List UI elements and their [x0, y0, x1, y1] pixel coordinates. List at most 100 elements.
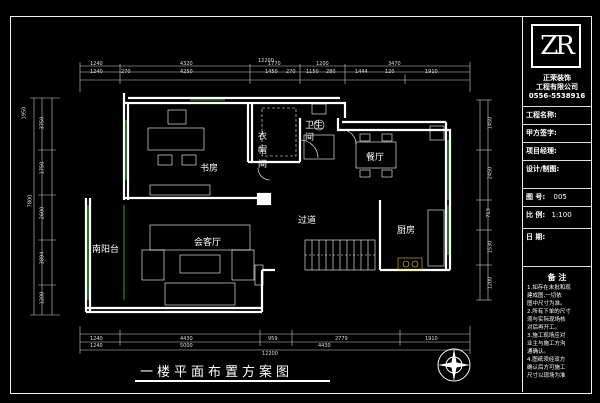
designer-label: 设计/制图: — [526, 165, 560, 173]
notes-body: 1.如存在未批和现 建成图,一切依 图中尺寸为准。 2.所有下单的尺寸 须与实际… — [527, 284, 587, 380]
dim-top-2-1: 270 — [121, 69, 131, 75]
row-designer: 设计/制图: — [523, 160, 591, 178]
note-line: 2.所有下单的尺寸 — [527, 309, 571, 315]
dim-bottom-2-0: 1240 — [90, 343, 103, 349]
dim-top-2-0: 1240 — [90, 69, 103, 75]
drawing-no-label: 图 号: — [526, 193, 546, 201]
dim-left-0: 1950 — [21, 106, 28, 120]
dim-left-1: 3750 — [39, 116, 46, 130]
walls — [84, 93, 452, 314]
logo-text: ZR — [540, 31, 575, 61]
date-label: 日 期: — [526, 233, 546, 241]
dining-set — [355, 125, 445, 178]
dim-right-4: 1200 — [487, 276, 494, 290]
dim-right-3: 1530 — [487, 240, 494, 254]
room-label-corridor: 过道 — [298, 216, 317, 226]
dim-bottom-2-2: 4430 — [318, 343, 331, 349]
client-label: 甲方签字: — [526, 129, 557, 137]
staircase — [304, 239, 376, 271]
dim-top-2-8: 120 — [385, 69, 395, 75]
room-label-south-balcony: 南阳台 — [92, 245, 120, 255]
dim-top-1-4: 3470 — [388, 61, 401, 67]
dim-bottom-1-1: 4430 — [180, 336, 193, 342]
dim-bottom-1-0: 1240 — [90, 336, 103, 342]
manager-label: 项目经理: — [526, 147, 557, 155]
dim-top-2-5: 1150 — [306, 69, 319, 75]
dim-bottom-total: 12200 — [262, 351, 278, 357]
room-label-closet: 衣帽间 — [258, 132, 268, 170]
dim-bottom-1-4: 1910 — [425, 336, 438, 342]
dim-bottom-2-1: 5000 — [180, 343, 193, 349]
dimension-lines-bottom — [79, 326, 471, 354]
dim-top-total: 12200 — [258, 58, 274, 64]
plan-title: 一楼平面布置方案图 — [140, 365, 294, 380]
study-furniture — [147, 107, 297, 196]
dim-right-2: 713 — [485, 208, 492, 218]
scale-value: 1:100 — [551, 211, 572, 219]
company-phone: 0556-5538916 — [528, 92, 586, 100]
row-project-name: 工程名称: — [523, 106, 591, 124]
dimension-lines-top — [79, 62, 471, 92]
dim-bottom-1-2: 959 — [268, 336, 278, 342]
scale-label: 比 例: — [526, 211, 546, 219]
row-manager: 项目经理: — [523, 142, 591, 160]
dimension-lines-left — [30, 97, 60, 316]
note-line: 业主与施工方沟 — [527, 341, 566, 347]
dim-right-0: 1450 — [487, 116, 494, 130]
company-logo: ZR — [531, 24, 581, 68]
room-label-bathroom: 卫生间 — [305, 121, 324, 143]
dim-top-1-0: 1240 — [90, 61, 103, 67]
project-name-label: 工程名称: — [526, 111, 557, 119]
row-notes-divider — [523, 266, 591, 267]
note-line: 确认后方可施工 — [527, 365, 566, 371]
note-line: 图中尺寸为准。 — [527, 301, 566, 307]
note-line: 建成图,一切依 — [527, 293, 562, 299]
dim-right-1: 2450 — [487, 166, 494, 180]
bathroom-fixtures — [303, 103, 335, 160]
living-furniture — [141, 224, 264, 306]
kitchen-counter — [397, 209, 445, 271]
dim-top-2-4: 270 — [286, 69, 296, 75]
drawing-no-value: 005 — [553, 193, 567, 201]
company-name-line1: 正荣装饰 — [543, 74, 571, 82]
room-label-study: 书房 — [200, 164, 219, 174]
notes-title: 备 注 — [547, 273, 567, 282]
dim-top-2-2: 4250 — [180, 69, 193, 75]
note-line: 1.如存在未批和现 — [527, 285, 571, 291]
dim-top-2-6: 280 — [326, 69, 336, 75]
dim-top-2-7: 1444 — [355, 69, 368, 75]
dim-top-1-1: 4320 — [180, 61, 193, 67]
note-line: 对后再开工。 — [527, 325, 561, 331]
dimension-lines-right — [476, 99, 492, 301]
note-line: 通确认。 — [527, 349, 550, 355]
company-name-line2: 工程有限公司 — [536, 83, 578, 91]
row-date: 日 期: — [523, 228, 591, 246]
dim-left-4: 7800 — [27, 194, 34, 208]
compass-icon — [437, 348, 471, 382]
dim-left-2: 1750 — [39, 161, 46, 175]
room-label-dining: 餐厅 — [366, 153, 385, 163]
dim-top-1-3: 1200 — [316, 61, 329, 67]
note-line: 尺寸以现场为准 — [527, 373, 566, 379]
dim-left-6: 1200 — [39, 291, 46, 305]
note-line: 4.图纸须经双方 — [527, 357, 566, 363]
dim-top-2-9: 1910 — [425, 69, 438, 75]
room-label-living: 会客厅 — [194, 238, 222, 248]
windows — [87, 99, 449, 300]
dim-left-3: 2600 — [39, 206, 46, 220]
note-line: 须与实际现场核 — [527, 317, 566, 323]
dim-top-2-3: 1450 — [265, 69, 278, 75]
title-block: ZR 正荣装饰 工程有限公司 0556-5538916 工程名称: 甲方签字: … — [522, 16, 591, 392]
sheet-border — [10, 16, 592, 394]
row-drawing-no: 图 号: 005 — [523, 188, 591, 206]
room-label-kitchen: 厨房 — [397, 226, 416, 236]
dim-bottom-1-3: 2779 — [335, 336, 348, 342]
dim-left-5: 3894 — [39, 251, 46, 265]
row-client: 甲方签字: — [523, 124, 591, 142]
note-line: 3.施工现场应对 — [527, 333, 566, 339]
dim-top-1-2: 1770 — [268, 61, 281, 67]
plan-title-underline — [135, 380, 330, 382]
row-scale: 比 例: 1:100 — [523, 206, 591, 224]
